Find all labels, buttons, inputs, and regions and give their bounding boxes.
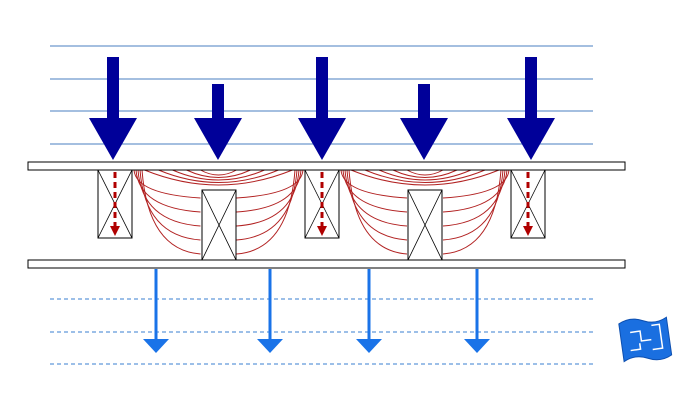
down-arrow-icon xyxy=(257,269,283,353)
stress-arc xyxy=(133,169,201,199)
stress-arc xyxy=(158,169,279,183)
down-arrow-icon xyxy=(400,84,448,160)
down-arrow-icon xyxy=(356,269,382,353)
stress-arc xyxy=(186,169,251,178)
stress-arc xyxy=(342,169,408,213)
map-logo-line xyxy=(651,323,664,351)
stress-arc xyxy=(364,169,486,183)
down-arrow-icon xyxy=(507,57,555,160)
stress-arc xyxy=(200,169,237,176)
stress-arc xyxy=(135,169,201,213)
stress-arc xyxy=(139,169,201,241)
lower-line-group xyxy=(50,298,593,365)
stress-arc xyxy=(348,169,408,255)
map-logo-shape xyxy=(618,316,673,363)
top-plate xyxy=(27,161,626,171)
down-arrow-icon xyxy=(464,269,490,353)
stress-arc-group xyxy=(133,169,510,255)
large-arrow-shape xyxy=(89,57,137,160)
stress-arc xyxy=(346,169,408,241)
stress-arc xyxy=(141,169,201,255)
large-arrow-shape xyxy=(298,57,346,160)
stress-arc xyxy=(378,169,472,181)
dashed-down-arrow-icon xyxy=(523,172,533,236)
dashed-arrow-head xyxy=(523,226,533,236)
map-logo-body xyxy=(618,316,673,363)
down-arrow-icon xyxy=(298,57,346,160)
stress-arc xyxy=(442,169,510,199)
stress-arc xyxy=(442,169,502,255)
dashed-arrow-head xyxy=(110,226,120,236)
small-arrow-head xyxy=(356,339,382,353)
bottom-plate xyxy=(27,259,626,269)
stress-arc xyxy=(137,169,201,227)
large-arrow-shape xyxy=(507,57,555,160)
stress-arc xyxy=(236,169,302,213)
stress-arc xyxy=(236,169,296,255)
small-arrow-head xyxy=(143,339,169,353)
dashed-arrow-head xyxy=(317,226,327,236)
large-arrow-group xyxy=(89,57,555,160)
stress-arc xyxy=(144,169,293,186)
map-logo-line xyxy=(630,343,642,352)
stress-arc xyxy=(442,169,504,241)
down-arrow-icon xyxy=(89,57,137,160)
large-arrow-shape xyxy=(400,84,448,160)
large-arrow-shape xyxy=(194,84,242,160)
crossed-box-icon xyxy=(97,169,133,239)
down-arrow-icon xyxy=(143,269,169,353)
stress-arc xyxy=(236,169,304,199)
stress-arc xyxy=(236,169,300,227)
block-group xyxy=(97,169,546,261)
stress-arc xyxy=(236,169,298,241)
small-arrow-head xyxy=(257,339,283,353)
stress-arc xyxy=(392,169,458,178)
crossed-box-icon xyxy=(510,169,546,239)
stress-arc xyxy=(340,169,408,199)
down-arrow-icon xyxy=(194,84,242,160)
crossed-box-icon xyxy=(407,189,443,261)
small-arrow-head xyxy=(464,339,490,353)
dashed-down-arrow-icon xyxy=(110,172,120,236)
crossed-box-icon xyxy=(201,189,237,261)
stress-arc xyxy=(172,169,265,181)
stress-arc xyxy=(442,169,506,227)
map-logo-icon xyxy=(618,316,673,363)
block-cross-line xyxy=(407,189,443,261)
stress-arc xyxy=(344,169,408,227)
dashed-down-arrow-icon xyxy=(317,172,327,236)
small-arrow-group xyxy=(143,269,490,353)
stress-arc xyxy=(350,169,500,186)
block-cross-line xyxy=(201,189,237,261)
map-logo-line xyxy=(630,330,652,342)
stress-arc xyxy=(406,169,444,176)
crossed-box-icon xyxy=(304,169,340,239)
stress-arc xyxy=(442,169,508,213)
